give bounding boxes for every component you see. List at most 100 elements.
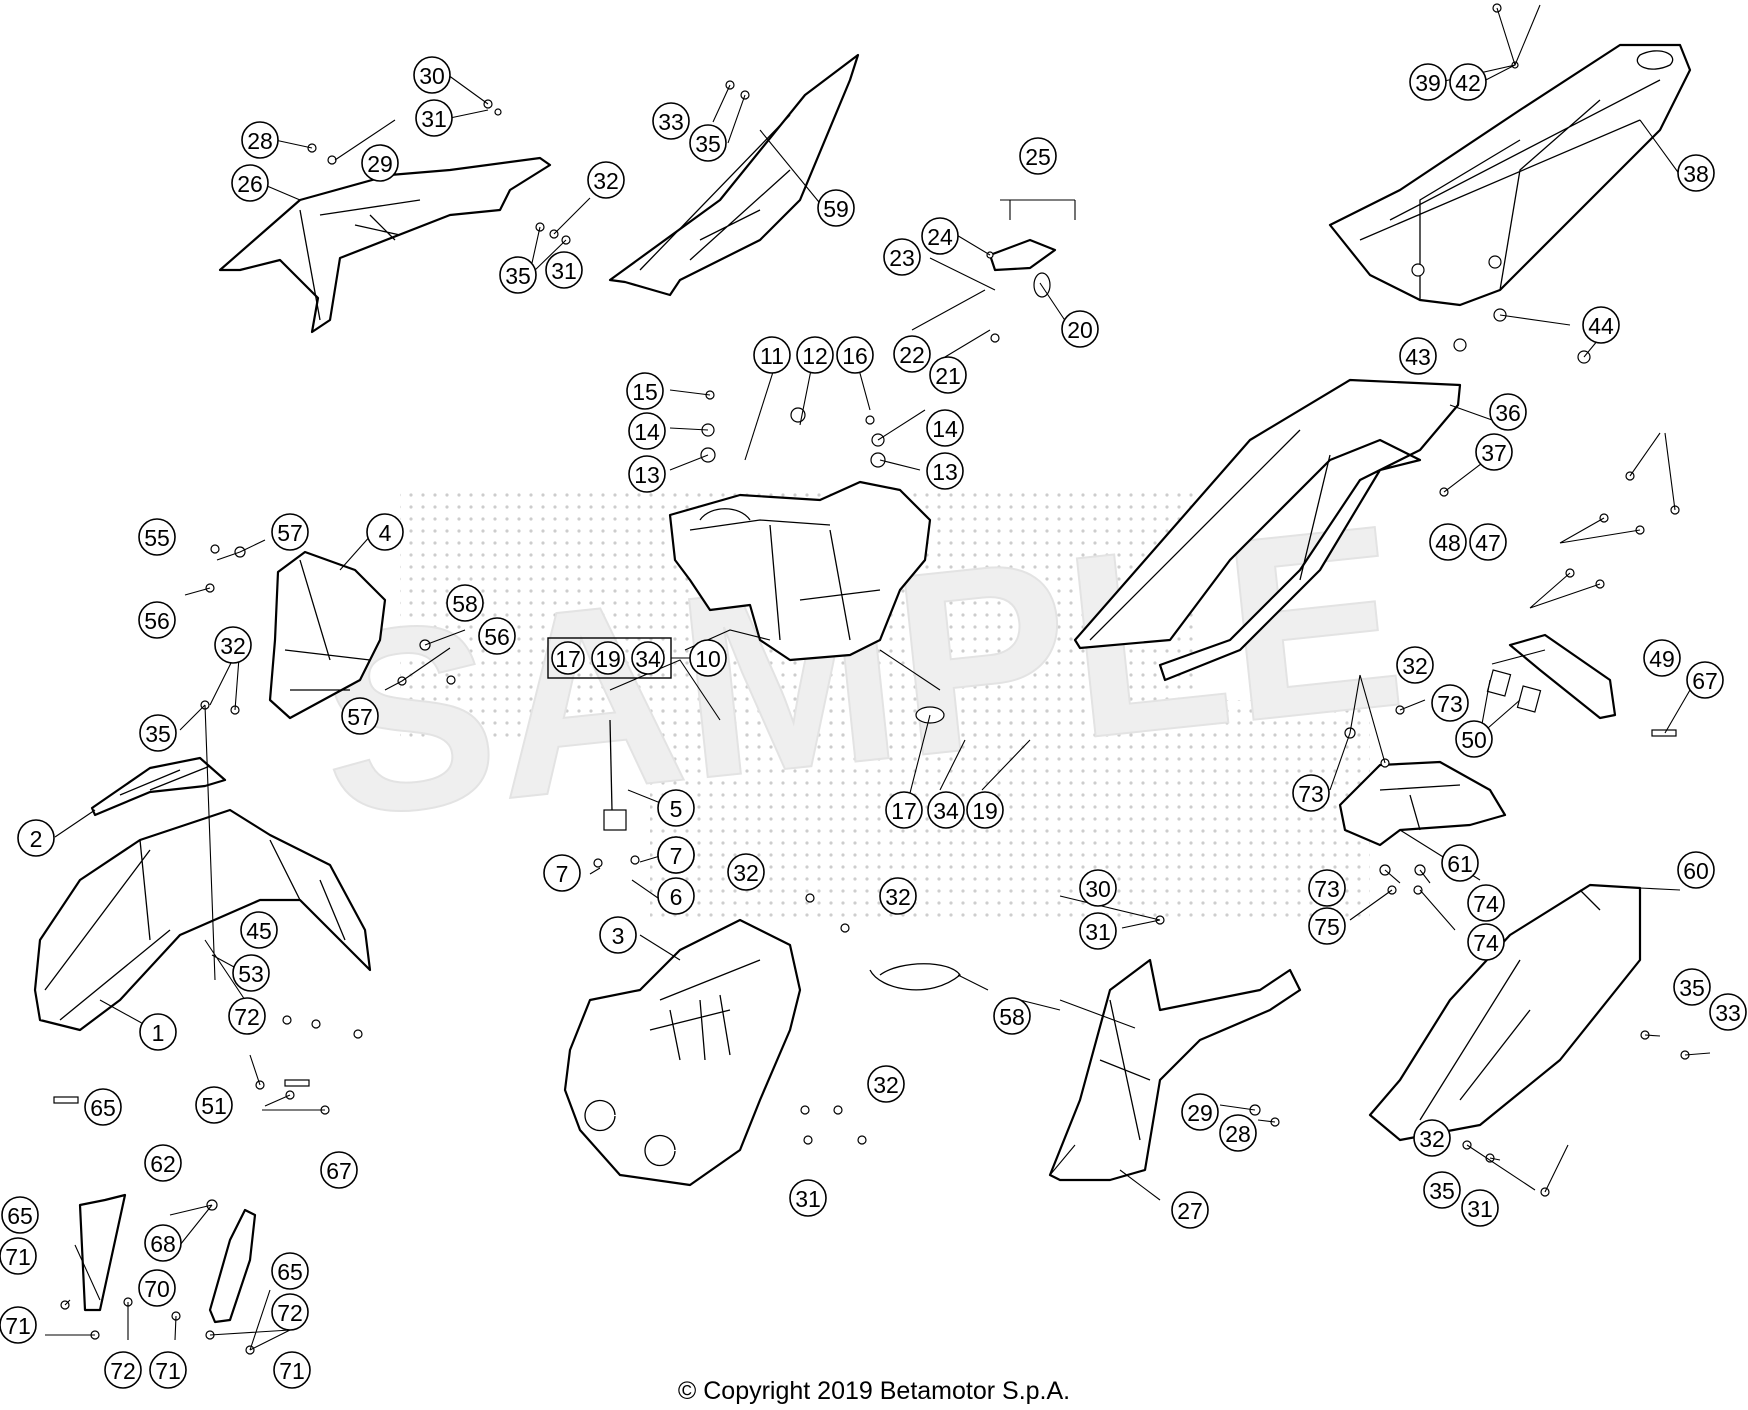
callout-label: 11 xyxy=(760,343,784,369)
part-right-tank-shroud[interactable] xyxy=(608,53,860,297)
callout-67: 67 xyxy=(320,1151,358,1189)
callout-74: 74 xyxy=(1467,923,1505,961)
part-fork-guard-right[interactable] xyxy=(208,1208,257,1324)
part-left-side-panel[interactable] xyxy=(1048,958,1302,1182)
callout-label: 6 xyxy=(670,884,683,910)
callout-27: 27 xyxy=(1171,1191,1209,1229)
callout-35: 35 xyxy=(1673,968,1711,1006)
callout-label: 35 xyxy=(145,721,171,747)
callout-label: 29 xyxy=(367,151,393,177)
callout-label: 48 xyxy=(1435,530,1461,556)
callout-33: 33 xyxy=(652,102,690,140)
part-number-plate[interactable] xyxy=(90,756,227,817)
callout-label: 50 xyxy=(1461,727,1487,753)
part-front-fender[interactable] xyxy=(33,808,372,1032)
callout-label: 58 xyxy=(999,1004,1025,1030)
callout-32: 32 xyxy=(1413,1119,1451,1157)
callout-23: 23 xyxy=(883,238,921,276)
callout-44: 44 xyxy=(1582,306,1620,344)
callout-label: 39 xyxy=(1415,70,1441,96)
callout-label: 25 xyxy=(1025,144,1051,170)
callout-71: 71 xyxy=(273,1351,311,1389)
callout-13: 13 xyxy=(926,452,964,490)
callout-label: 71 xyxy=(5,1313,31,1339)
callout-label: 27 xyxy=(1177,1198,1203,1224)
callout-30: 30 xyxy=(413,56,451,94)
callout-label: 35 xyxy=(1679,975,1705,1001)
callout-30: 30 xyxy=(1079,869,1117,907)
callout-19: 19 xyxy=(966,791,1004,829)
callout-label: 55 xyxy=(144,525,170,551)
callout-label: 60 xyxy=(1683,858,1709,884)
callout-label: 74 xyxy=(1473,930,1499,956)
callout-58: 58 xyxy=(993,997,1031,1035)
callout-74: 74 xyxy=(1467,884,1505,922)
callout-label: 30 xyxy=(419,63,445,89)
callout-42: 42 xyxy=(1449,63,1487,101)
callout-28: 28 xyxy=(241,121,279,159)
callout-label: 51 xyxy=(201,1093,227,1119)
callout-label: 56 xyxy=(484,624,510,650)
callout-label: 10 xyxy=(695,646,721,672)
part-fuel-tank[interactable] xyxy=(668,480,932,662)
callout-label: 30 xyxy=(1085,876,1111,902)
callout-label: 44 xyxy=(1588,313,1614,339)
callout-31: 31 xyxy=(789,1179,827,1217)
callout-32: 32 xyxy=(879,877,917,915)
callout-12: 12 xyxy=(796,336,834,374)
part-tank-tap[interactable] xyxy=(603,719,627,831)
callout-26: 26 xyxy=(231,164,269,202)
part-tail-light-bracket[interactable] xyxy=(1486,633,1617,720)
callout-label: 65 xyxy=(277,1259,303,1285)
callout-29: 29 xyxy=(361,144,399,182)
part-license-plate-holder[interactable] xyxy=(1338,760,1507,847)
callout-label: 49 xyxy=(1649,646,1675,672)
callout-65: 65 xyxy=(1,1196,39,1234)
callout-35: 35 xyxy=(1423,1171,1461,1209)
callout-57: 57 xyxy=(341,697,379,735)
part-air-box[interactable] xyxy=(563,918,802,1187)
callout-label: 59 xyxy=(823,196,849,222)
callout-label: 3 xyxy=(612,923,625,949)
callout-10: 10 xyxy=(689,639,727,677)
callout-35: 35 xyxy=(689,124,727,162)
callout-label: 37 xyxy=(1481,440,1507,466)
callout-label: 12 xyxy=(802,343,828,369)
part-fuel-cap[interactable] xyxy=(988,238,1057,272)
callout-37: 37 xyxy=(1475,433,1513,471)
callout-label: 61 xyxy=(1447,851,1473,877)
part-fork-guard-left[interactable] xyxy=(78,1193,127,1312)
callout-label: 13 xyxy=(932,459,958,485)
callout-31: 31 xyxy=(1461,1189,1499,1227)
part-cable[interactable] xyxy=(869,963,961,991)
callout-label: 34 xyxy=(933,798,959,824)
callout-71: 71 xyxy=(0,1237,37,1275)
callout-label: 13 xyxy=(634,462,660,488)
callout-65: 65 xyxy=(271,1252,309,1290)
callout-label: 62 xyxy=(150,1151,176,1177)
part-rear-fender[interactable] xyxy=(1073,378,1462,682)
part-headlight-mask[interactable] xyxy=(268,550,387,720)
callout-21: 21 xyxy=(929,356,967,394)
callout-11: 11 xyxy=(753,336,791,374)
callout-label: 28 xyxy=(247,128,273,154)
callout-label: 65 xyxy=(90,1095,116,1121)
callout-73: 73 xyxy=(1292,774,1330,812)
part-right-side-panel[interactable] xyxy=(1368,883,1642,1142)
callout-label: 72 xyxy=(277,1300,303,1326)
callout-31: 31 xyxy=(415,99,453,137)
group-box-callout-17: 17 xyxy=(551,641,585,675)
callout-label: 43 xyxy=(1405,344,1431,370)
callout-14: 14 xyxy=(628,412,666,450)
part-left-tank-shroud[interactable] xyxy=(218,156,552,334)
callout-label: 74 xyxy=(1473,891,1499,917)
part-seat[interactable] xyxy=(1328,43,1692,307)
callout-68: 68 xyxy=(144,1224,182,1262)
callout-13: 13 xyxy=(628,455,666,493)
callout-label: 1 xyxy=(152,1020,165,1046)
group-box-label: 34 xyxy=(635,646,661,672)
callout-53: 53 xyxy=(232,954,270,992)
callout-label: 33 xyxy=(658,109,684,135)
callout-label: 68 xyxy=(150,1231,176,1257)
